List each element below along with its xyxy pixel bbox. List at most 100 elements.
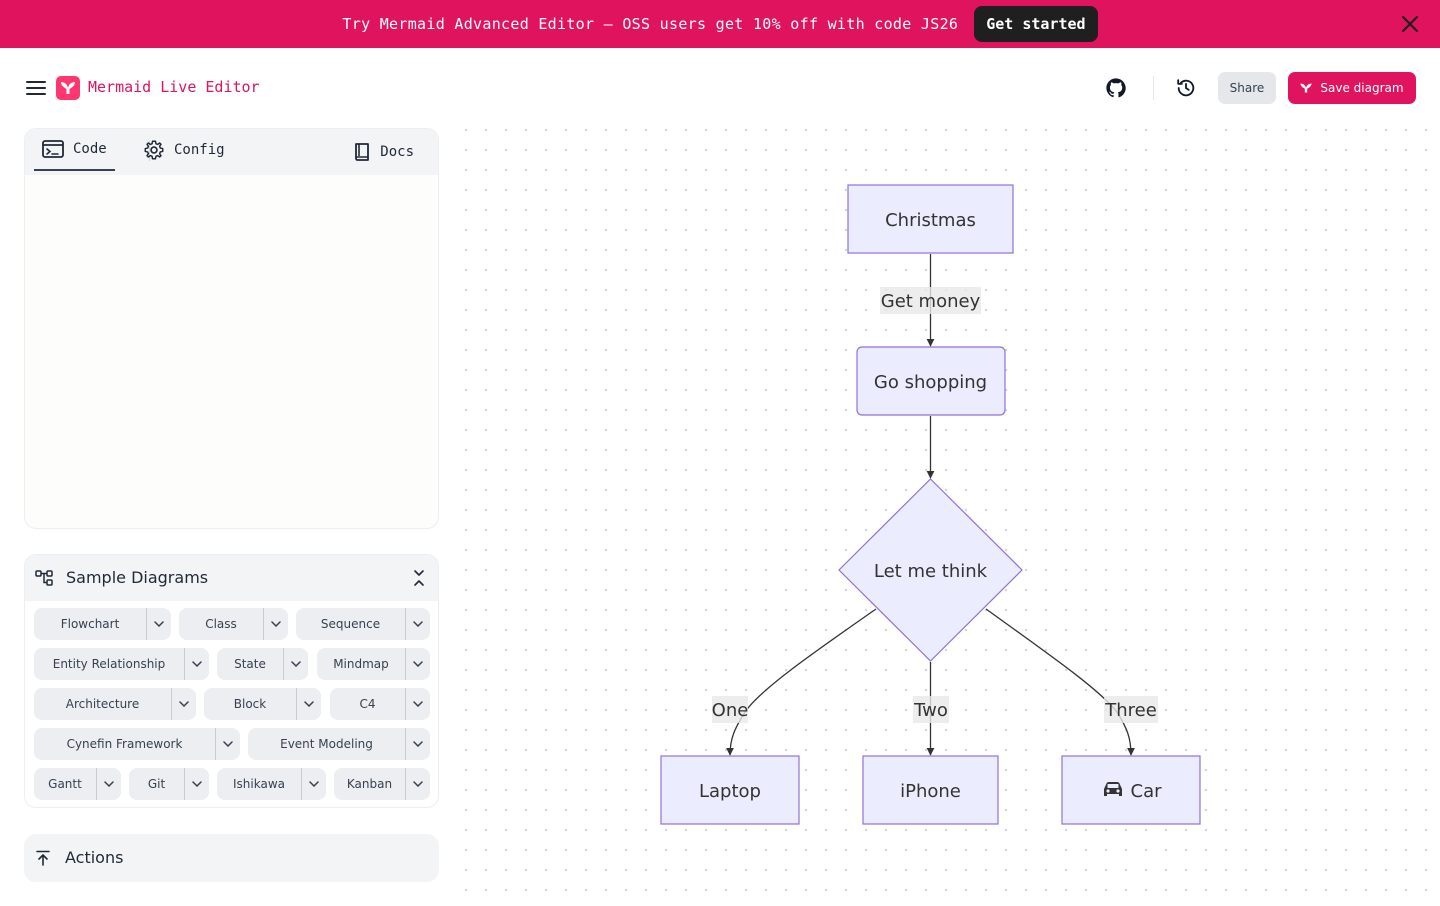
save-diagram-button[interactable]: Save diagram	[1288, 72, 1416, 104]
chevron-down-icon[interactable]	[296, 688, 321, 720]
sample-block[interactable]: Block	[204, 688, 321, 720]
sample-label: Git	[147, 777, 166, 791]
chevron-down-icon[interactable]	[405, 768, 430, 800]
sample-c4[interactable]: C4	[330, 688, 430, 720]
node-label: Car	[1131, 781, 1163, 802]
node-label: Laptop	[699, 781, 761, 802]
github-icon[interactable]	[1105, 77, 1127, 99]
node-christmas[interactable]: Christmas	[847, 184, 1014, 254]
sample-label: Ishikawa	[233, 777, 285, 791]
sample-label: Architecture	[65, 697, 140, 711]
node-let-me-think[interactable]: Let me think	[838, 478, 1023, 662]
sample-event-modeling[interactable]: Event Modeling	[248, 728, 430, 760]
edge-label-two: Two	[913, 696, 949, 723]
sample-state[interactable]: State	[217, 648, 308, 680]
car-icon	[1104, 782, 1122, 796]
chevron-down-icon[interactable]	[405, 648, 430, 680]
sample-diagrams-title: Sample Diagrams	[66, 568, 209, 587]
edge-label-text: Three	[1104, 700, 1157, 721]
sample-label: Gantt	[48, 777, 82, 791]
actions-title: Actions	[65, 848, 124, 867]
chevrons-collapse-icon[interactable]	[412, 569, 426, 587]
chevron-down-icon[interactable]	[301, 768, 326, 800]
sample-entity-relationship[interactable]: Entity Relationship	[34, 648, 209, 680]
edge-label-one: One	[712, 696, 748, 723]
sample-label: Mindmap	[333, 657, 389, 671]
diagram-canvas[interactable]: Get money One Two Three Christmas Go sho…	[452, 128, 1440, 906]
code-icon	[42, 140, 64, 158]
node-label: iPhone	[900, 781, 961, 802]
editor-panel: Code Config Docs	[24, 128, 439, 529]
edge-think-laptop	[726, 608, 877, 756]
sample-label: Event Modeling	[280, 737, 373, 751]
sample-label: C4	[359, 697, 376, 711]
chevron-down-icon[interactable]	[184, 768, 209, 800]
chevron-down-icon[interactable]	[283, 648, 308, 680]
edge-label-text: Two	[913, 700, 948, 721]
sample-label: Entity Relationship	[52, 657, 166, 671]
tab-docs-label: Docs	[380, 144, 414, 160]
banner-text: Try Mermaid Advanced Editor — OSS users …	[342, 15, 959, 33]
tab-separator	[149, 141, 150, 161]
chevron-down-icon[interactable]	[171, 688, 196, 720]
sample-ishikawa[interactable]: Ishikawa	[217, 768, 326, 800]
history-icon[interactable]	[1175, 77, 1197, 99]
edge-think-car	[985, 608, 1135, 756]
save-diagram-label: Save diagram	[1320, 81, 1404, 95]
tab-config[interactable]: Config	[143, 129, 225, 171]
sample-cynefin-framework[interactable]: Cynefin Framework	[34, 728, 240, 760]
tab-docs[interactable]: Docs	[353, 131, 414, 173]
chevron-down-icon[interactable]	[405, 728, 430, 760]
sample-gantt[interactable]: Gantt	[34, 768, 121, 800]
tab-config-label: Config	[174, 142, 225, 158]
app-header: Mermaid Live Editor Share Save diagram	[0, 48, 1440, 128]
node-label: Christmas	[885, 210, 976, 231]
chevron-down-icon[interactable]	[184, 648, 209, 680]
sample-architecture[interactable]: Architecture	[34, 688, 196, 720]
gear-icon	[144, 140, 164, 160]
chevron-down-icon[interactable]	[96, 768, 121, 800]
sample-diagrams-panel: Sample Diagrams Flowchart Class Sequence…	[24, 554, 439, 808]
node-laptop[interactable]: Laptop	[660, 755, 800, 825]
sample-label: Sequence	[320, 617, 381, 631]
tab-code[interactable]: Code	[34, 129, 115, 171]
code-editor-area[interactable]	[25, 175, 438, 528]
sample-label: State	[234, 657, 266, 671]
chevron-down-icon[interactable]	[405, 688, 430, 720]
chevron-down-icon[interactable]	[405, 608, 430, 640]
sample-flowchart[interactable]: Flowchart	[34, 608, 171, 640]
mermaid-small-icon	[1300, 83, 1312, 93]
edge-label-get-money: Get money	[880, 287, 981, 314]
chevron-down-icon[interactable]	[146, 608, 171, 640]
promo-banner: Try Mermaid Advanced Editor — OSS users …	[0, 0, 1440, 48]
sample-git[interactable]: Git	[129, 768, 209, 800]
chevron-down-icon[interactable]	[215, 728, 240, 760]
sample-label: Flowchart	[60, 617, 120, 631]
sample-sequence[interactable]: Sequence	[296, 608, 430, 640]
tab-code-label: Code	[73, 141, 107, 157]
mermaid-logo-icon	[56, 76, 80, 100]
node-car[interactable]: Car	[1061, 755, 1201, 825]
sample-class[interactable]: Class	[179, 608, 288, 640]
node-label: Let me think	[874, 561, 988, 582]
node-iphone[interactable]: iPhone	[862, 755, 999, 825]
node-label: Go shopping	[874, 372, 987, 393]
app-title[interactable]: Mermaid Live Editor	[88, 78, 260, 96]
actions-panel[interactable]: Actions	[24, 834, 439, 882]
sample-label: Kanban	[346, 777, 393, 791]
upload-icon	[36, 850, 50, 866]
node-go-shopping[interactable]: Go shopping	[856, 346, 1006, 416]
sample-label: Class	[205, 617, 237, 631]
sample-label: Block	[233, 697, 267, 711]
hamburger-menu-icon[interactable]	[26, 80, 46, 96]
share-button[interactable]: Share	[1218, 72, 1276, 104]
sample-mindmap[interactable]: Mindmap	[317, 648, 430, 680]
close-icon[interactable]	[1400, 14, 1420, 34]
sample-diagrams-header[interactable]: Sample Diagrams	[25, 555, 438, 601]
chevron-down-icon[interactable]	[263, 608, 288, 640]
edge-label-text: Get money	[881, 291, 981, 312]
book-icon	[355, 143, 370, 161]
sample-kanban[interactable]: Kanban	[334, 768, 430, 800]
get-started-button[interactable]: Get started	[974, 6, 1098, 42]
sample-label: Cynefin Framework	[66, 737, 183, 751]
